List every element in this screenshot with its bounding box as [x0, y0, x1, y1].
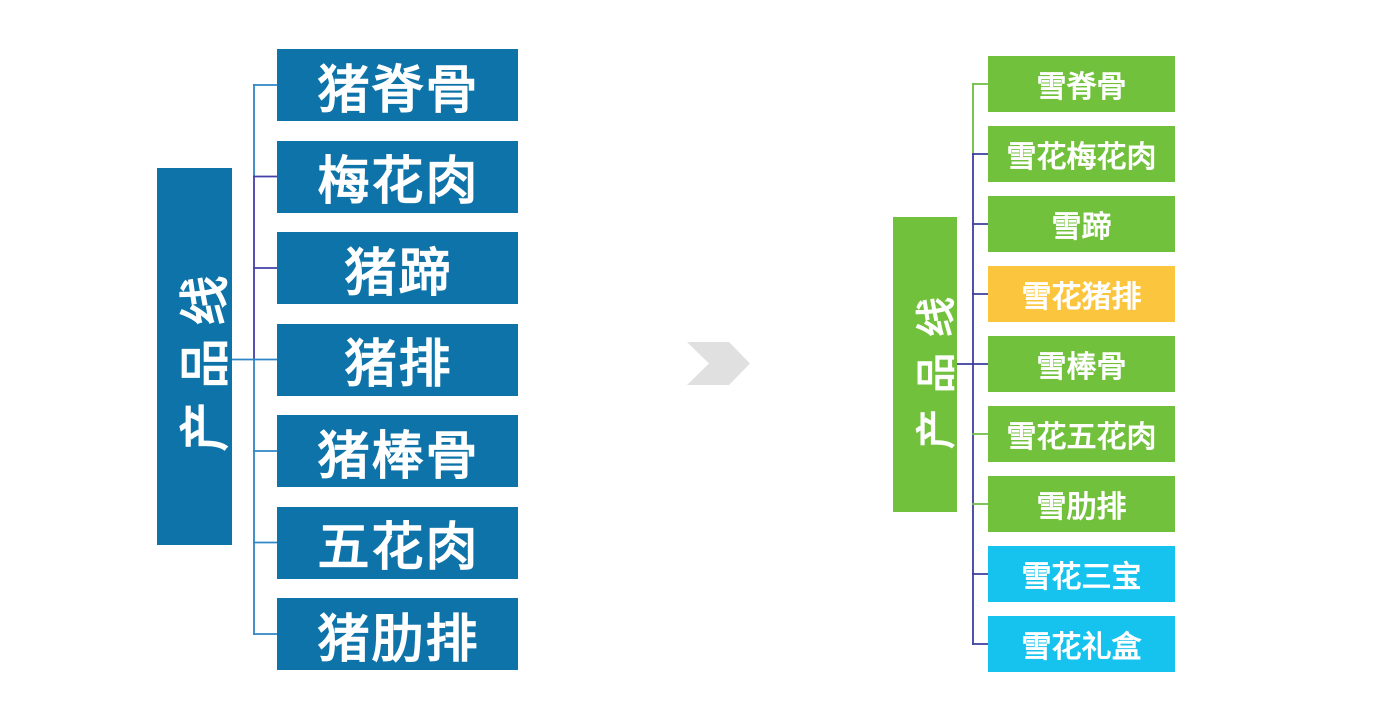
product-node-label: 梅花肉 — [317, 153, 480, 211]
product-node[interactable]: 雪蹄 — [988, 196, 1175, 252]
product-node[interactable]: 雪花梅花肉 — [988, 126, 1175, 182]
product-node[interactable]: 猪排 — [277, 323, 518, 396]
product-node[interactable]: 雪肋排 — [988, 476, 1175, 532]
product-node[interactable]: 梅花肉 — [277, 140, 518, 213]
product-node-label: 雪脊骨 — [1036, 71, 1127, 104]
product-node[interactable]: 雪花三宝 — [988, 546, 1175, 602]
right-root-node[interactable]: 产品线 — [893, 217, 959, 512]
product-node[interactable]: 雪花猪排 — [988, 266, 1175, 322]
product-node-label: 雪花五花肉 — [1006, 421, 1157, 454]
product-node-label: 雪肋排 — [1036, 491, 1127, 524]
product-node[interactable]: 猪肋排 — [277, 598, 518, 670]
product-node[interactable]: 雪脊骨 — [988, 56, 1175, 112]
product-node[interactable]: 雪花五花肉 — [988, 406, 1175, 462]
right-root-label: 产品线 — [915, 280, 959, 449]
product-node-label: 猪排 — [344, 336, 453, 394]
product-node[interactable]: 雪花礼盒 — [988, 616, 1175, 672]
chevron-shape — [687, 342, 750, 385]
product-node[interactable]: 雪棒骨 — [988, 336, 1175, 392]
product-node-label: 雪蹄 — [1051, 211, 1112, 244]
product-node[interactable]: 猪脊骨 — [277, 49, 518, 121]
product-node-label: 猪蹄 — [344, 244, 453, 303]
product-node-label: 五花肉 — [317, 519, 480, 577]
product-node-label: 雪花猪排 — [1021, 281, 1142, 314]
product-node-label: 猪肋排 — [317, 610, 480, 669]
product-node-label: 雪花梅花肉 — [1006, 141, 1157, 174]
product-node-label: 雪花礼盒 — [1021, 631, 1142, 664]
product-node[interactable]: 猪棒骨 — [277, 415, 518, 487]
left-root-node[interactable]: 产品线 — [157, 168, 233, 545]
product-node-label: 猪棒骨 — [317, 427, 480, 486]
product-node[interactable]: 五花肉 — [277, 506, 518, 579]
product-node[interactable]: 猪蹄 — [277, 232, 518, 304]
product-node-label: 雪棒骨 — [1036, 351, 1127, 384]
product-node-label: 雪花三宝 — [1021, 561, 1142, 594]
product-node-label: 猪脊骨 — [317, 61, 480, 120]
